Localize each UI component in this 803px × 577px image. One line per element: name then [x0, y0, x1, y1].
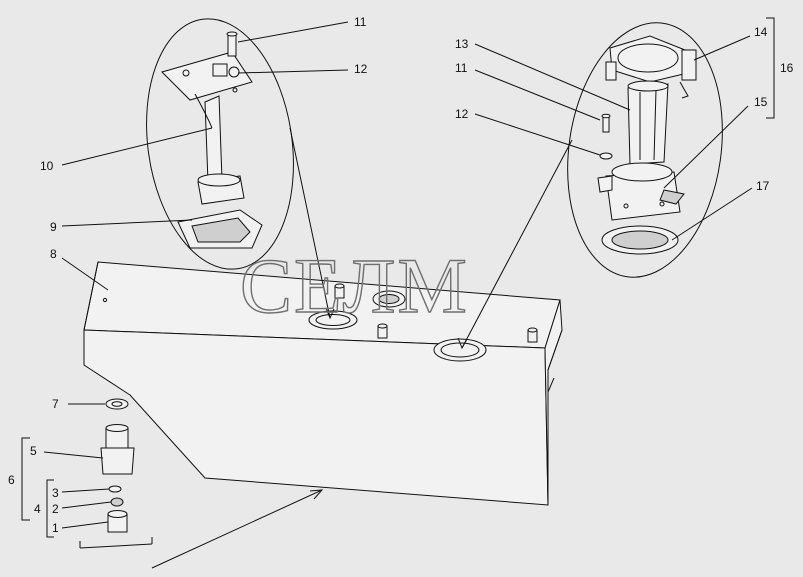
callout-2: 2	[52, 502, 59, 516]
callout-12-right: 12	[455, 107, 469, 121]
leader-lines	[43, 21, 753, 569]
arrowheads	[309, 307, 468, 500]
callout-15: 15	[754, 95, 768, 109]
callout-17: 17	[756, 179, 770, 193]
callout-11-left: 11	[354, 15, 367, 29]
callout-6: 6	[8, 473, 15, 487]
callout-14: 14	[754, 25, 768, 39]
callout-7: 7	[52, 397, 59, 411]
callout-5: 5	[30, 444, 37, 458]
right-detail-oval	[567, 22, 723, 278]
callout-12-left: 12	[354, 62, 368, 76]
callout-9: 9	[50, 220, 57, 234]
callout-11-right: 11	[455, 61, 468, 75]
callout-8: 8	[50, 247, 57, 261]
watermark-text: СЕЛМ	[240, 242, 469, 329]
callout-labels: 11 12 10 9 8 7 5 6 3 4 2 1 13 11 12 14 1…	[8, 15, 794, 535]
callout-4: 4	[34, 502, 41, 516]
callout-1: 1	[52, 521, 59, 535]
left-detail-oval	[146, 18, 294, 270]
callout-3: 3	[52, 486, 59, 500]
fuel-tank	[83, 261, 563, 506]
group-brackets	[21, 17, 775, 549]
drain-plug-assembly	[100, 398, 135, 533]
callout-13: 13	[455, 37, 469, 51]
callout-16: 16	[780, 61, 794, 75]
callout-10: 10	[40, 159, 54, 173]
